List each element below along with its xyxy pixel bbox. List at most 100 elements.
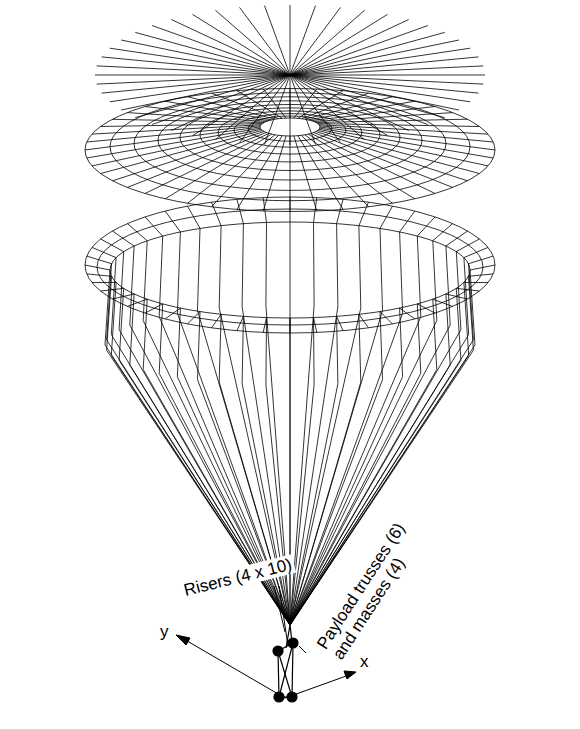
- starburst-line: [290, 14, 388, 75]
- axis-label: y: [160, 622, 169, 641]
- leader-line: [274, 586, 285, 632]
- canopy-radial: [127, 113, 266, 122]
- starburst-line: [290, 75, 291, 145]
- band-radial: [127, 224, 147, 241]
- band-radial: [237, 199, 244, 223]
- suspension-line: [130, 246, 134, 325]
- canopy-radial: [298, 91, 343, 119]
- starburst-line: [290, 66, 483, 75]
- canopy-radial: [290, 89, 291, 119]
- payload-mass: [288, 638, 298, 648]
- canopy-radial: [212, 93, 279, 119]
- band-radial: [433, 224, 453, 241]
- payload-truss: [278, 651, 279, 697]
- canopy-radial: [145, 133, 269, 193]
- band-radial: [113, 231, 135, 246]
- band-radial: [446, 231, 468, 246]
- band-radial: [237, 316, 244, 330]
- starburst-line: [290, 75, 365, 140]
- canopy-radial: [311, 133, 435, 193]
- band-radial: [469, 256, 494, 264]
- starburst-line: [193, 75, 291, 136]
- suspension-line: [380, 228, 383, 310]
- payload-mass: [273, 646, 283, 656]
- suspension-line: [143, 241, 147, 321]
- band-radial: [92, 247, 116, 257]
- suspension-line: [105, 270, 110, 345]
- starburst-line: [102, 57, 290, 75]
- suspension-line: [433, 241, 437, 321]
- suspension-line: [119, 252, 124, 330]
- suspension-line: [219, 314, 221, 382]
- band-radial: [469, 274, 494, 276]
- band-radial: [101, 288, 124, 291]
- starburst-line: [290, 5, 291, 75]
- band-radial: [400, 211, 415, 232]
- band-radial: [464, 282, 488, 283]
- suspension-line: [337, 224, 338, 307]
- suspension-line: [290, 305, 291, 625]
- band-radial: [92, 282, 116, 283]
- canopy-radial: [87, 126, 260, 142]
- suspension-line: [469, 264, 474, 340]
- band-radial: [456, 288, 479, 291]
- band-radial: [400, 308, 415, 319]
- starburst-line: [193, 14, 291, 75]
- suspension-line: [111, 258, 116, 335]
- canopy-ring: [260, 118, 320, 136]
- starburst-line: [102, 75, 290, 93]
- suspension-line: [469, 276, 474, 350]
- starburst-line: [290, 57, 478, 75]
- canopy-radial: [263, 136, 286, 211]
- leader-lines: [274, 586, 306, 653]
- payload-truss: [292, 643, 293, 697]
- band-radial: [212, 202, 222, 226]
- band-radial: [470, 265, 495, 270]
- axis-arrowhead: [176, 635, 190, 645]
- suspension-line: [313, 318, 315, 385]
- axis-label: x: [360, 652, 369, 671]
- canopy-radial: [212, 135, 279, 207]
- canopy-radial: [319, 125, 488, 134]
- band-radial: [337, 199, 344, 223]
- canopy-radial: [308, 134, 415, 199]
- suspension-line: [359, 226, 361, 308]
- canopy-radial: [92, 129, 261, 166]
- starburst-line: [97, 75, 290, 84]
- band-radial: [359, 202, 369, 226]
- suspension-line: [219, 226, 221, 308]
- canopy-radial: [127, 133, 266, 188]
- band-radial: [212, 314, 222, 328]
- x-axis: [285, 675, 349, 698]
- suspension-line: [417, 304, 421, 373]
- canopy-radial: [294, 136, 317, 211]
- canopy-radial: [319, 129, 488, 166]
- canopy-radial: [101, 130, 263, 173]
- band-radial: [380, 206, 393, 228]
- starburst-line: [290, 75, 409, 131]
- starburst-line: [240, 7, 291, 75]
- starburst-line: [110, 48, 290, 75]
- y-axis: [182, 638, 285, 698]
- band-radial: [263, 198, 266, 223]
- parachute-mesh: [85, 5, 495, 625]
- starburst-line: [265, 6, 291, 75]
- suspension-line: [177, 232, 180, 313]
- starburst-line: [290, 75, 388, 136]
- canopy-radial: [320, 127, 495, 150]
- canopy-radial: [188, 135, 276, 204]
- starburst-line: [121, 75, 290, 110]
- starburst-line: [215, 10, 290, 75]
- starburst-line: [152, 26, 290, 76]
- band-radial: [165, 211, 180, 232]
- suspension-line: [242, 224, 243, 307]
- starburst-line: [290, 75, 459, 110]
- canopy-radial: [263, 89, 286, 118]
- suspension-line: [417, 236, 421, 317]
- axis-arrowhead: [344, 671, 356, 679]
- band-radial: [87, 256, 112, 264]
- suspension-line: [290, 222, 291, 305]
- canopy-ring: [85, 89, 495, 212]
- band-radial: [359, 314, 369, 328]
